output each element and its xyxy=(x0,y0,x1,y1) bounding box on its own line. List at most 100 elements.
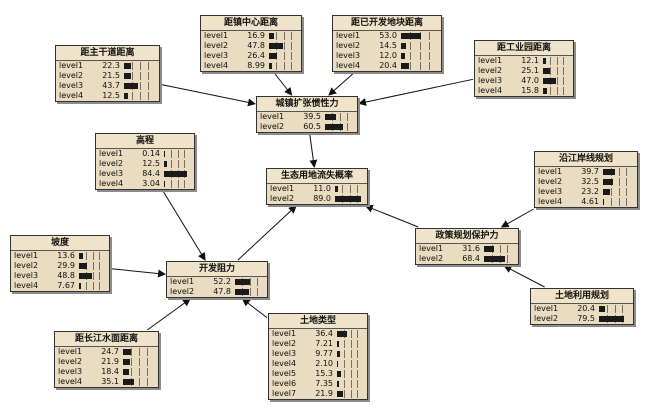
bar-gridline xyxy=(283,42,285,50)
bar-gridline xyxy=(556,67,558,75)
state-label: level1 xyxy=(478,56,503,65)
state-probability: 7.21 xyxy=(315,339,333,348)
bar-gridline xyxy=(283,62,285,70)
state-probability: 89.0 xyxy=(313,194,331,203)
probability-bar xyxy=(124,63,132,69)
probability-bar-area xyxy=(269,32,298,40)
probability-bar xyxy=(599,306,606,312)
node-title: 土地类型 xyxy=(269,314,367,329)
bar-gridline xyxy=(132,92,133,100)
probability-bar xyxy=(401,63,409,69)
bar-gridline xyxy=(356,185,358,193)
edge-kaifa-to-chengzhen xyxy=(328,72,355,96)
state-probability: 47.0 xyxy=(521,76,539,85)
state-probability: 31.6 xyxy=(462,244,480,253)
probability-bar xyxy=(337,391,343,397)
probability-bar-area xyxy=(235,278,264,286)
state-label: level7 xyxy=(272,389,297,398)
state-row: level4 4.61 xyxy=(535,197,637,207)
state-row: level4 20.4 xyxy=(333,61,441,71)
probability-bar-area xyxy=(124,62,156,70)
state-probability: 9.77 xyxy=(315,349,333,358)
edge-gongye-to-chengzhen xyxy=(358,78,474,106)
node-title: 生态用地流失概率 xyxy=(267,169,367,184)
state-probability: 20.4 xyxy=(379,61,397,70)
state-label: level1 xyxy=(336,31,361,40)
probability-bar xyxy=(484,256,506,262)
node-title: 土地利用规划 xyxy=(531,289,633,304)
state-label: level4 xyxy=(336,61,361,70)
probability-bar-area xyxy=(484,255,515,263)
node-title: 距长江水面距离 xyxy=(55,332,158,347)
state-label: level2 xyxy=(204,41,229,50)
state-label: level1 xyxy=(270,184,295,193)
bar-gridline xyxy=(626,168,628,176)
state-label: level3 xyxy=(14,271,39,280)
bar-gridline xyxy=(343,340,345,348)
state-probability: 12.1 xyxy=(521,56,539,65)
probability-bar xyxy=(124,83,138,89)
bar-gridline xyxy=(419,42,421,50)
bar-gridline xyxy=(549,87,551,95)
bar-gridline xyxy=(346,123,348,131)
state-probability: 20.4 xyxy=(577,304,595,313)
probability-bar xyxy=(401,33,421,39)
probability-bar-area xyxy=(337,360,364,368)
bar-gridline xyxy=(618,168,620,176)
state-probability: 12.5 xyxy=(102,91,120,100)
probability-bar-area xyxy=(124,72,156,80)
state-label: level4 xyxy=(538,197,563,206)
bar-gridline xyxy=(170,180,172,188)
state-label: level3 xyxy=(272,349,297,358)
bar-gridline xyxy=(290,42,292,50)
state-label: level1 xyxy=(419,244,444,253)
bar-gridline xyxy=(410,42,412,50)
probability-bar-area xyxy=(599,315,630,323)
probability-bar-area xyxy=(124,82,156,90)
probability-bar xyxy=(543,58,547,64)
state-label: level2 xyxy=(170,287,195,296)
probability-bar-area xyxy=(79,252,106,260)
state-label: level3 xyxy=(58,367,83,376)
node-title: 高程 xyxy=(96,134,194,149)
bar-gridline xyxy=(342,185,344,193)
probability-bar xyxy=(269,33,274,39)
state-probability: 4.61 xyxy=(581,197,599,206)
bar-gridline xyxy=(99,262,101,270)
bar-gridline xyxy=(256,288,258,296)
probability-bar-area xyxy=(123,368,155,376)
state-probability: 21.5 xyxy=(102,71,120,80)
state-label: level4 xyxy=(204,61,229,70)
state-label: level1 xyxy=(14,251,39,260)
bar-gridline xyxy=(622,305,624,313)
probability-bar-area xyxy=(543,67,570,75)
state-probability: 84.4 xyxy=(142,169,160,178)
